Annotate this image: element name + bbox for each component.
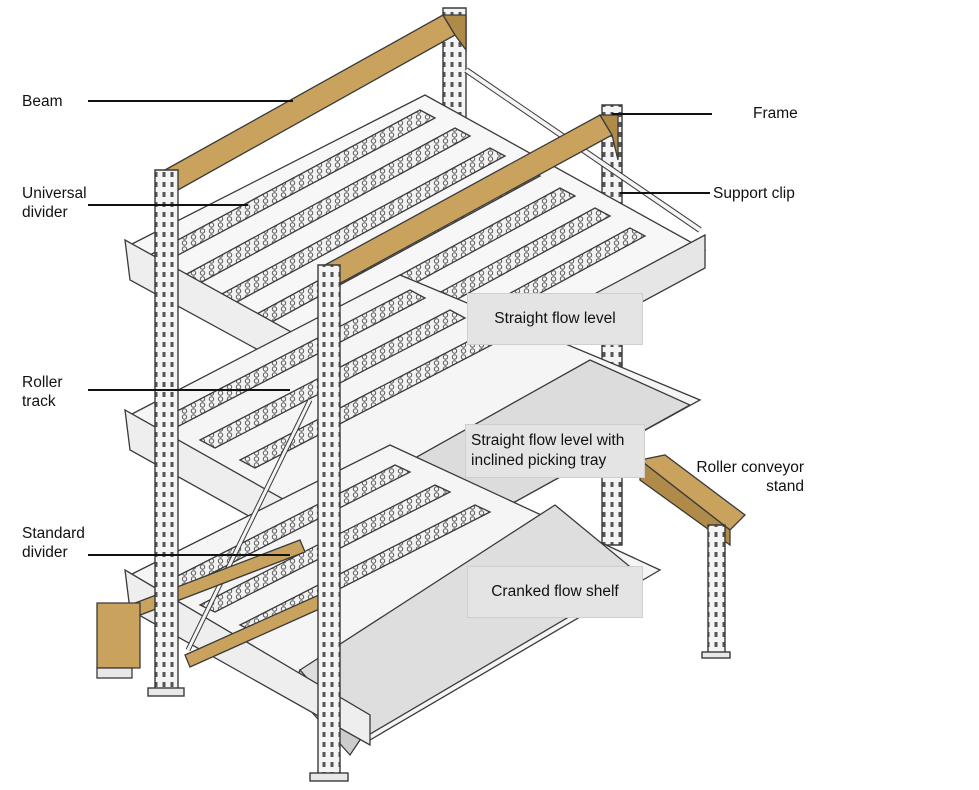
label-beam: Beam: [22, 93, 63, 110]
label-standard-divider: Standard divider: [22, 524, 85, 562]
leader-lines: [88, 100, 712, 556]
box-straight-flow-level: Straight flow level: [467, 293, 643, 345]
label-support-clip: Support clip: [713, 185, 795, 202]
label-roller-conveyor-stand: Roller conveyor stand: [680, 458, 804, 496]
label-standard-divider-line2: divider: [22, 544, 68, 561]
front-posts: [147, 169, 731, 782]
diagonal-brace: [185, 398, 313, 652]
label-standard-divider-line1: Standard: [22, 525, 85, 542]
label-roller-track-line2: track: [22, 393, 56, 410]
box-straight-flow-inclined-line1: Straight flow level with: [471, 432, 625, 449]
label-roller-conveyor-stand-line2: stand: [766, 478, 804, 495]
label-roller-track-line1: Roller: [22, 374, 63, 391]
box-cranked-flow-shelf-text: Cranked flow shelf: [491, 583, 619, 600]
label-universal-divider-line1: Universal: [22, 185, 87, 202]
label-frame: Frame: [753, 105, 798, 122]
beams: [96, 14, 746, 679]
box-straight-flow-level-text: Straight flow level: [494, 310, 616, 327]
label-roller-conveyor-stand-line1: Roller conveyor: [696, 459, 804, 476]
label-roller-track: Roller track: [22, 373, 62, 411]
box-straight-flow-inclined-line2: inclined picking tray: [471, 452, 607, 469]
box-cranked-flow-shelf: Cranked flow shelf: [467, 566, 643, 618]
label-universal-divider: Universal divider: [22, 184, 87, 222]
label-universal-divider-line2: divider: [22, 204, 68, 221]
box-straight-flow-inclined: Straight flow level with inclined pickin…: [465, 424, 645, 478]
